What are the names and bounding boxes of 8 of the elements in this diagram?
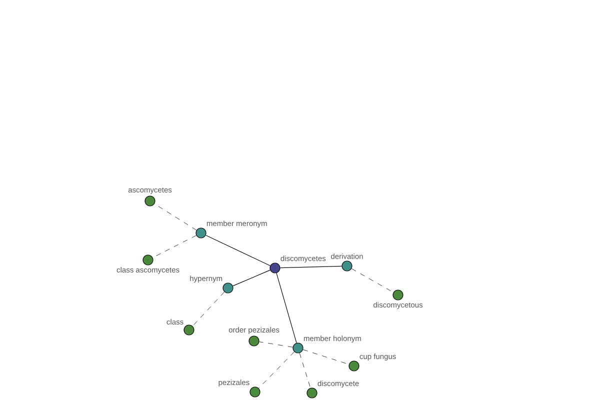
connector-line [299,352,311,388]
connector-line [258,352,294,388]
connector-line [206,234,270,266]
connector-line [276,272,297,344]
connector-line [259,342,293,348]
connector-line [232,270,270,286]
connector-line [192,292,225,326]
connector-line [280,266,342,268]
